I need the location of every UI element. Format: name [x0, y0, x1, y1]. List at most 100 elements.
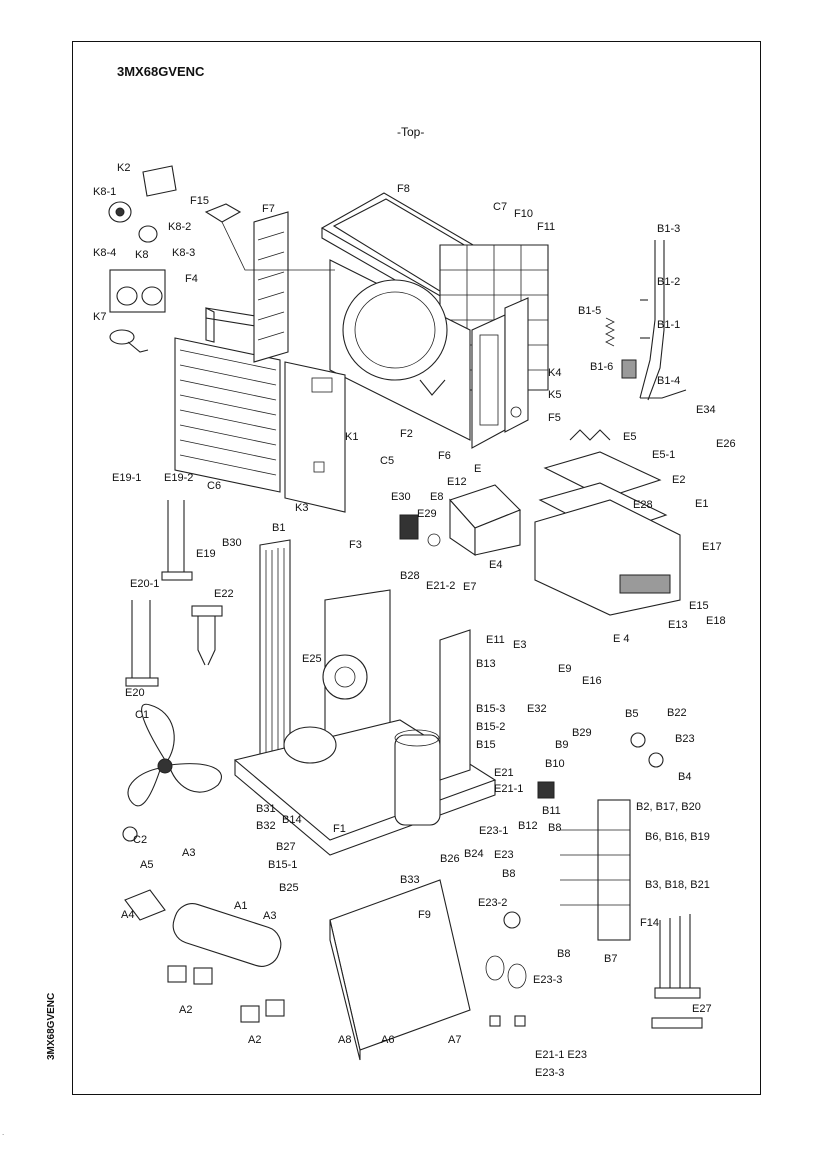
part-label: B8	[557, 948, 570, 960]
part-label: E22	[214, 588, 234, 600]
part-label: A2	[248, 1034, 261, 1046]
part-label: B12	[518, 820, 538, 832]
electrical-module-e12	[399, 484, 521, 557]
part-label: E20-1	[130, 578, 159, 590]
part-label: E26	[716, 438, 736, 450]
part-label: F2	[400, 428, 413, 440]
part-label: E1	[695, 498, 708, 510]
bracket-f15	[204, 203, 335, 271]
part-label: K8-4	[93, 247, 116, 259]
kit-parts-k	[108, 165, 177, 353]
part-label: A8	[338, 1034, 351, 1046]
part-label: E28	[633, 499, 653, 511]
part-label: B1-6	[590, 361, 613, 373]
part-label: B1-4	[657, 375, 680, 387]
part-label: E13	[668, 619, 688, 631]
part-label: K7	[93, 311, 106, 323]
part-label: E23-3	[533, 974, 562, 986]
fan-c1	[122, 703, 222, 842]
part-label: B14	[282, 814, 302, 826]
part-label: E5-1	[652, 449, 675, 461]
part-label: F4	[185, 273, 198, 285]
part-label: B29	[572, 727, 592, 739]
part-label: B32	[256, 820, 276, 832]
part-label: B1-3	[657, 223, 680, 235]
part-label: A3	[182, 847, 195, 859]
part-label: B1-1	[657, 319, 680, 331]
part-label: E34	[696, 404, 716, 416]
part-label: E15	[689, 600, 709, 612]
part-label: E16	[582, 675, 602, 687]
part-label: C1	[135, 709, 149, 721]
part-label: E2	[672, 474, 685, 486]
part-label: E27	[692, 1003, 712, 1015]
part-label: E23	[494, 849, 514, 861]
part-label: B15	[476, 739, 496, 751]
part-label: B30	[222, 537, 242, 549]
part-label: B15-2	[476, 721, 505, 733]
part-label: B22	[667, 707, 687, 719]
part-label: E21	[494, 767, 514, 779]
vertical-louver-f7	[253, 211, 289, 363]
part-label: F7	[262, 203, 275, 215]
part-label: F15	[190, 195, 209, 207]
part-label: C5	[380, 455, 394, 467]
piping-b1-set	[605, 240, 687, 401]
part-label: E3	[513, 639, 526, 651]
part-label: B28	[400, 570, 420, 582]
part-label: B15-3	[476, 703, 505, 715]
part-label: E21-1 E23	[535, 1049, 587, 1061]
part-label: E7	[463, 581, 476, 593]
part-label: E29	[417, 508, 437, 520]
part-label: E	[474, 463, 481, 475]
part-label: F3	[349, 539, 362, 551]
part-label: E9	[558, 663, 571, 675]
part-label: K8-2	[168, 221, 191, 233]
base-frame-and-motor	[233, 539, 497, 856]
part-label: E21-1	[494, 783, 523, 795]
edge-fragment: .	[2, 1128, 5, 1137]
accumulator-a1	[124, 889, 285, 1023]
part-label: K8-1	[93, 186, 116, 198]
part-label: K2	[117, 162, 130, 174]
part-label: E20	[125, 687, 145, 699]
part-label: E23-3	[535, 1067, 564, 1079]
terminal-strips-e27	[651, 914, 703, 1029]
part-label: E25	[302, 653, 322, 665]
part-label: K5	[548, 389, 561, 401]
part-label: F6	[438, 450, 451, 462]
part-label: B1	[272, 522, 285, 534]
part-label: E23-1	[479, 825, 508, 837]
part-label: E23-2	[478, 897, 507, 909]
valve-assembly-b	[503, 732, 664, 941]
part-label: E 4	[613, 633, 630, 645]
part-label: K1	[345, 431, 358, 443]
part-label: B27	[276, 841, 296, 853]
part-label: B24	[464, 848, 484, 860]
part-label: C7	[493, 201, 507, 213]
part-label: E11	[486, 634, 505, 646]
model-code-title: 3MX68GVENC	[117, 64, 205, 79]
part-label: E12	[447, 476, 467, 488]
part-label: E19-2	[164, 472, 193, 484]
front-panel-with-fan-opening	[329, 259, 471, 441]
part-label: A2	[179, 1004, 192, 1016]
part-label: F8	[397, 183, 410, 195]
part-label: B2, B17, B20	[636, 801, 701, 813]
part-label: F5	[548, 412, 561, 424]
part-label: A6	[381, 1034, 394, 1046]
part-label: E8	[430, 491, 443, 503]
part-label: B23	[675, 733, 695, 745]
part-label: B25	[279, 882, 299, 894]
part-label: B33	[400, 874, 420, 886]
part-label: C6	[207, 480, 221, 492]
part-label: F14	[640, 917, 659, 929]
part-label: E17	[702, 541, 722, 553]
part-label: F10	[514, 208, 533, 220]
part-label: A1	[234, 900, 247, 912]
part-label: B1-2	[657, 276, 680, 288]
part-label: B11	[542, 805, 561, 817]
side-panel-f6	[471, 297, 529, 449]
